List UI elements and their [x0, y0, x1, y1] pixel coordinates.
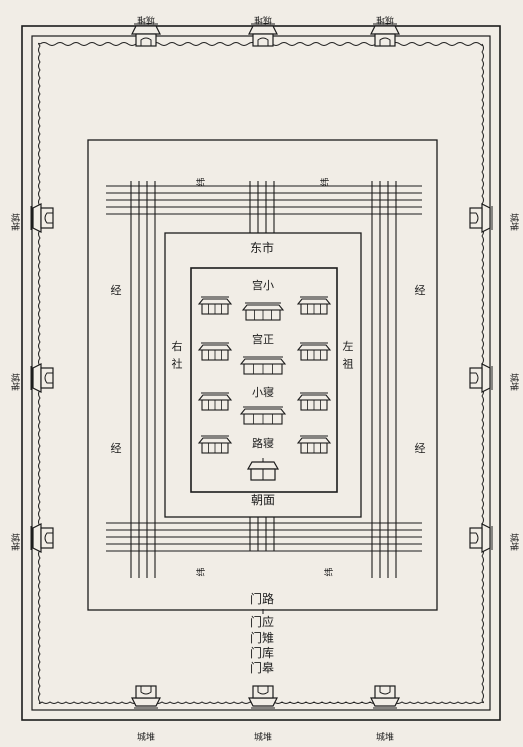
palace-hall	[239, 406, 287, 425]
wall-tower	[131, 685, 161, 709]
label-zhi-gate: 门雉	[250, 630, 274, 645]
label-warp-right-upper: 经	[415, 284, 426, 297]
label-main-palace: 宫正	[252, 332, 274, 346]
palace-hall	[296, 435, 332, 454]
wall-tower	[469, 523, 493, 553]
label-court-front: 朝面	[251, 493, 275, 507]
label-left-ancestral: 左祖	[343, 340, 354, 371]
label-warp-left-lower: 经	[111, 442, 122, 455]
tower-label: 城堆	[137, 732, 155, 743]
wall-tower	[370, 685, 400, 709]
wall-tower	[469, 363, 493, 393]
palace-hall	[197, 296, 233, 315]
label-weft-bottom-right: 纬	[323, 567, 335, 576]
label-ku-gate: 门库	[250, 645, 274, 660]
label-ying-gate: 门应	[250, 614, 274, 629]
wall-tower	[370, 23, 400, 47]
palace-hall	[197, 435, 233, 454]
label-warp-left-upper: 经	[111, 284, 122, 297]
palace-hall	[296, 296, 332, 315]
label-lesser-chamber: 小寝	[252, 385, 274, 399]
middle-enclosure	[87, 139, 438, 611]
tower-label: 城堆	[508, 213, 519, 231]
palace-hall	[239, 356, 287, 375]
label-east-market: 东市	[250, 240, 274, 255]
label-road-chamber: 路寝	[252, 436, 274, 450]
tower-label: 城堆	[376, 732, 394, 743]
label-right-altar: 右社	[172, 339, 183, 371]
label-gao-gate: 门皋	[250, 660, 274, 675]
palace-wall	[190, 267, 338, 493]
wall-tower	[30, 523, 54, 553]
tower-label: 城堆	[254, 14, 272, 25]
tower-label: 城堆	[508, 533, 519, 551]
wall-tower	[131, 23, 161, 47]
tower-label: 城堆	[254, 732, 272, 743]
inner-enclosure	[164, 232, 362, 518]
label-lesser-palace: 宫小	[252, 278, 274, 292]
tower-label: 城堆	[9, 213, 20, 231]
wall-tower	[30, 203, 54, 233]
label-weft-top-left: 纬	[195, 177, 207, 186]
palace-hall	[197, 392, 233, 411]
palace-halls	[197, 296, 332, 454]
label-weft-bottom-left: 纬	[195, 567, 207, 576]
tower-label: 城堆	[9, 373, 20, 391]
road-grid	[106, 181, 422, 578]
wall-tower	[469, 203, 493, 233]
palace-hall	[296, 342, 332, 361]
tower-label: 城堆	[137, 14, 155, 25]
wall-tower	[248, 685, 278, 709]
tower-label: 城堆	[376, 14, 394, 25]
label-warp-right-lower: 经	[415, 442, 426, 455]
wall-tower	[30, 363, 54, 393]
tower-label: 城堆	[508, 373, 519, 391]
wall-tower	[248, 23, 278, 47]
tower-labels: 城堆城堆城堆城堆城堆城堆城堆城堆城堆城堆城堆城堆	[9, 14, 519, 743]
label-road-gate: 门路	[250, 591, 274, 606]
palace-hall	[241, 302, 285, 321]
label-weft-top-right: 纬	[319, 177, 331, 186]
palace-hall	[296, 392, 332, 411]
front-gatehouse	[246, 458, 280, 481]
tower-label: 城堆	[9, 533, 20, 551]
palace-hall	[197, 342, 233, 361]
wall-towers	[30, 23, 493, 709]
